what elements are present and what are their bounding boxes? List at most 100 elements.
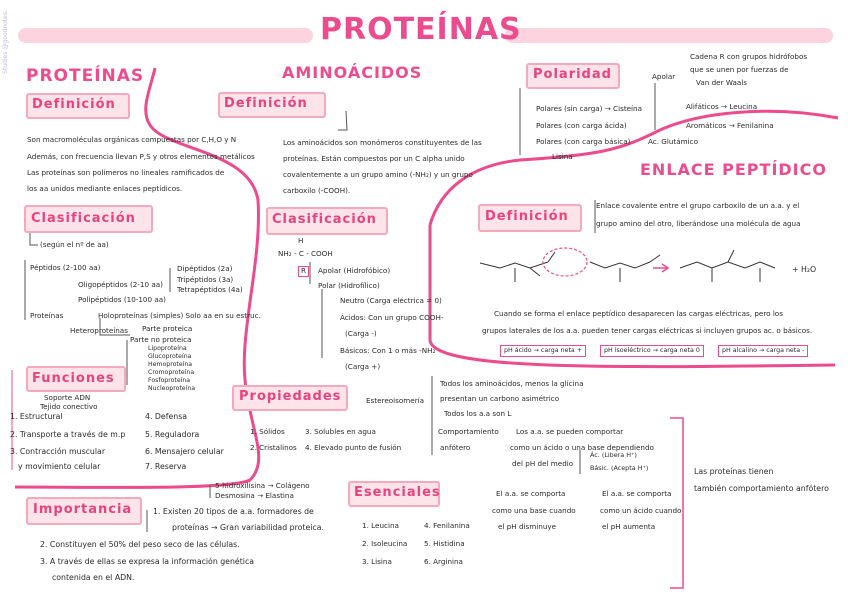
peptidos: Péptidos (2-100 aa): [30, 263, 101, 272]
prop-2: presentan un carbono asimétrico: [440, 394, 560, 403]
aa-definicion-label: Definición: [224, 96, 308, 111]
aa-def-3: covalentemente a un grupo amino (-NH₂) y…: [283, 170, 473, 179]
enlace-water: + H₂O: [792, 265, 817, 274]
funciones-label: Funciones: [32, 371, 115, 386]
importancia-1b: proteínas → Gran variabilidad proteica.: [172, 523, 324, 532]
comp-2: como un ácido o una base dependiendo: [510, 443, 654, 452]
formula-h: H: [298, 236, 304, 245]
proteinas-class: Proteínas: [30, 311, 64, 320]
formula-r: R: [298, 266, 309, 277]
aa-clasificacion-box: [266, 207, 388, 235]
soporte-adn: Soporte ADN: [44, 393, 91, 402]
heteroproteinas: Heteroproteínas: [70, 326, 128, 335]
aa-clasificacion-label: Clasificación: [272, 212, 377, 227]
proteinas-def-line-3: Las proteínas son polímeros no lineales …: [27, 168, 225, 177]
ac-1: El a.a. se comporta: [496, 489, 566, 498]
proteinas-definicion-label: Definición: [32, 97, 116, 112]
comp-3: del pH del medio: [512, 459, 574, 468]
prop-1: Todos los aminoácidos, menos la glicina: [440, 379, 584, 388]
funcion-6: 6. Mensajero celular: [145, 447, 224, 456]
apolar-desc-2: que se unen por fuerzas de: [690, 65, 789, 74]
polares-basica: Polares (con carga básica): [536, 137, 631, 146]
esencial-5: 5. Histidina: [424, 539, 465, 548]
enlace-heading: ENLACE PEPTÍDICO: [640, 160, 827, 179]
carga-negativa: (Carga -): [345, 329, 377, 338]
aa-def-1: Los aminoácidos son monómeros constituye…: [283, 138, 482, 147]
ac-3: el pH disminuye: [498, 522, 557, 531]
parte-proteica: Parte proteica: [142, 324, 193, 333]
basicos: Básicos: Con 1 o más -NH₂: [340, 346, 436, 355]
proteinas-heading: PROTEÍNAS: [26, 66, 145, 86]
aromaticos: Aromáticos → Fenilanina: [686, 121, 774, 130]
definicion-box: [26, 93, 130, 119]
enlace-def-1: Enlace covalente entre el grupo carboxil…: [596, 201, 800, 210]
aminoacidos-heading: AMINOÁCIDOS: [282, 63, 423, 82]
holoproteinas: Holoproteínas (simples) Solo aa en su es…: [98, 311, 261, 320]
comportamiento: Comportamiento: [438, 427, 499, 436]
estereoisomeria: Estereoisomería: [366, 396, 425, 405]
proteinas-clasificacion-label: Clasificación: [31, 211, 136, 226]
sub-2: Glucoproteína: [148, 353, 192, 360]
polaridad-apolar: Apolar: [652, 72, 676, 81]
apolar-desc-1: Cadena R con grupos hidrófobos: [690, 52, 808, 61]
polaridad-box: [526, 63, 620, 89]
ac-glutamico: Ac. Glutámico: [648, 137, 699, 146]
esencial-2: 2. Isoleucina: [362, 539, 408, 548]
oligopeptidos: Oligopéptidos (2-10 aa): [78, 280, 163, 289]
enlace-definicion-box: [478, 204, 582, 232]
polar: Polar (Hidrofílico): [318, 281, 380, 290]
acido-libera: Ác. (Libera H⁺): [590, 451, 637, 459]
enlace-text-1: Cuando se forma el enlace peptídico desa…: [494, 309, 783, 318]
esenciales-box: [348, 481, 440, 507]
carga-positiva: (Carga +): [345, 362, 381, 371]
ba-3: el pH aumenta: [602, 522, 656, 531]
esenciales-label: Esenciales: [354, 485, 441, 500]
hetero-sublist: Lipoproteína Glucoproteína Hemoproteína …: [148, 345, 195, 393]
aa-def-2: proteínas. Están compuestos por un C alp…: [283, 154, 465, 163]
basico-acepta: Básic. (Acepta H⁺): [590, 464, 649, 472]
funcion-3b: y movimiento celular: [18, 462, 101, 471]
polaridad-label: Polaridad: [533, 67, 612, 82]
formula: NH₂ - C - COOH: [278, 249, 333, 258]
anfotero: anfótero: [440, 443, 471, 452]
funciones-box: [26, 366, 126, 392]
funcion-3: 3. Contracción muscular: [10, 447, 106, 456]
esencial-6: 6. Arginina: [424, 557, 463, 566]
hidroxilisina: 5-hidroxilisina → Colágeno: [215, 481, 310, 490]
solidos: 1. Sólidos: [250, 427, 285, 436]
punto-fusion: 4. Elevado punto de fusión: [305, 443, 402, 452]
esencial-3: 3. Lisina: [362, 557, 392, 566]
esencial-4: 4. Fenilanina: [424, 521, 470, 530]
neutro: Neutro (Carga eléctrica = 0): [340, 296, 442, 305]
ph-isoelectrico: pH isoeléctrico → carga neta 0: [600, 345, 704, 357]
enlace-def-2: grupo amino del otro, liberándose una mo…: [596, 219, 801, 228]
sub-1: Lipoproteína: [148, 345, 187, 352]
ba-2: como un ácido cuando: [600, 506, 682, 515]
propiedades-label: Propiedades: [239, 389, 342, 404]
sub-5: Fosfoproteína: [148, 377, 191, 384]
funcion-7: 7. Reserva: [145, 462, 187, 471]
apolar: Apolar (Hidrofóbico): [318, 266, 391, 275]
funcion-4: 4. Defensa: [145, 412, 188, 421]
prop-3: Todos los a.a son L: [444, 409, 512, 418]
page-title: PROTEÍNAS: [320, 12, 522, 47]
polares-acida: Polares (con carga ácida): [536, 121, 627, 130]
propiedades-box: [232, 385, 348, 411]
importancia-3b: contenida en el ADN.: [52, 573, 135, 582]
comp-1: Los a.a. se pueden comportar: [516, 427, 624, 436]
lisina: Lisina: [552, 152, 573, 161]
funcion-2: 2. Transporte a través de m.p: [10, 430, 126, 439]
importancia-box: [26, 497, 142, 525]
funcion-1: 1. Estructural: [10, 412, 63, 421]
proteinas-anfotero-2: también comportamiento anfótero: [694, 484, 829, 493]
aa-def-4: carboxilo (-COOH).: [283, 186, 351, 195]
clasif-note: (según el nº de aa): [40, 240, 109, 249]
parte-no-proteica: Parte no proteica: [130, 335, 192, 344]
enlace-definicion-label: Definición: [485, 209, 569, 224]
importancia-label: Importancia: [33, 502, 133, 517]
sub-4: Cromoproteína: [148, 369, 195, 376]
aa-definicion-box: [218, 92, 326, 118]
alifaticos: Alifáticos → Leucina: [686, 102, 758, 111]
apolar-desc-3: Van der Waals: [696, 78, 748, 87]
